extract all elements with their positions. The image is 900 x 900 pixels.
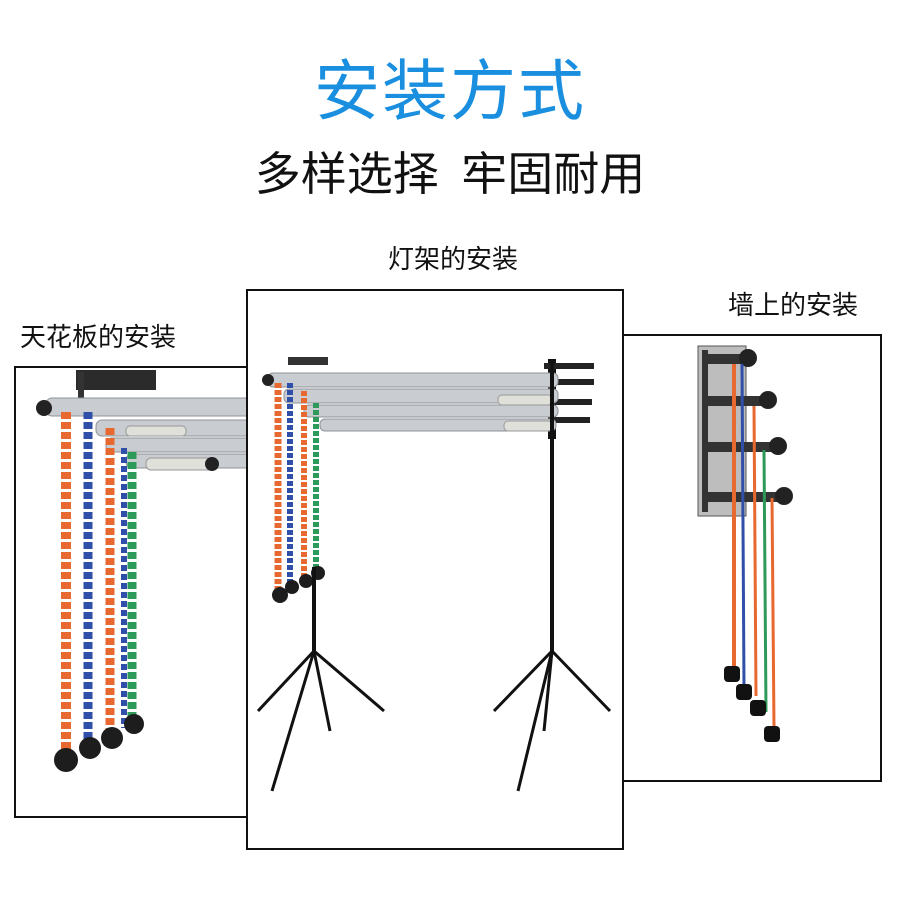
panel-wall-mount	[622, 334, 882, 782]
page-title: 安装方式	[314, 53, 586, 130]
panel-stand-mount	[246, 289, 624, 850]
stand-mount-photo	[256, 357, 612, 792]
ceiling-mount-photo	[36, 370, 248, 772]
caption-ceiling-mount: 天花板的安装	[20, 323, 177, 353]
caption-wall-mount: 墙上的安装	[728, 291, 859, 321]
wall-mount-photo	[697, 345, 793, 742]
page-subtitle: 多样选择 牢固耐用	[254, 147, 646, 201]
panel-ceiling-mount	[14, 366, 250, 818]
caption-stand-mount: 灯架的安装	[388, 245, 519, 275]
